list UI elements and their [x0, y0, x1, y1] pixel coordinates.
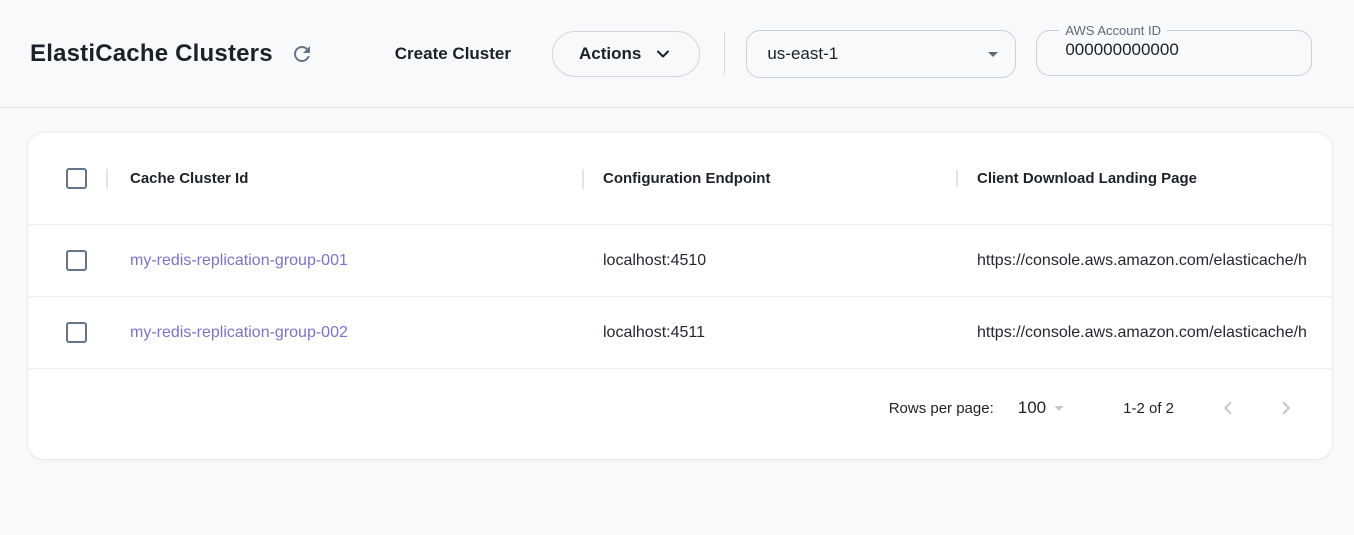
endpoint-value: localhost:4510 — [603, 251, 707, 269]
select-row-checkbox[interactable] — [66, 250, 87, 271]
landing-page-url: https://console.aws.amazon.com/elasticac… — [977, 323, 1307, 341]
next-page-button[interactable] — [1272, 394, 1300, 422]
select-row-checkbox[interactable] — [66, 322, 87, 343]
select-all-checkbox[interactable] — [66, 168, 87, 189]
refresh-icon — [293, 45, 310, 62]
column-header-cache-cluster-id[interactable]: Cache Cluster Id — [106, 168, 582, 189]
chevron-left-icon — [1223, 401, 1232, 415]
chevron-down-icon — [657, 50, 670, 57]
cluster-link[interactable]: my-redis-replication-group-002 — [130, 323, 348, 341]
column-header-label: Cache Cluster Id — [130, 170, 249, 187]
row-checkbox-cell — [28, 322, 106, 343]
refresh-button[interactable] — [287, 39, 317, 69]
chevron-right-icon — [1282, 401, 1291, 415]
table-row: my-redis-replication-group-001 localhost… — [28, 225, 1332, 297]
table-header-row: Cache Cluster Id Configuration Endpoint … — [28, 133, 1332, 225]
cache-cluster-id-cell: my-redis-replication-group-001 — [106, 252, 582, 270]
column-header-client-download-landing-page[interactable]: Client Download Landing Page — [956, 170, 1332, 187]
top-toolbar: ElastiCache Clusters Create Cluster Acti… — [0, 0, 1354, 108]
cluster-link[interactable]: my-redis-replication-group-001 — [130, 251, 348, 269]
row-checkbox-cell — [28, 250, 106, 271]
clusters-table-card: Cache Cluster Id Configuration Endpoint … — [28, 133, 1332, 459]
table-row: my-redis-replication-group-002 localhost… — [28, 297, 1332, 369]
previous-page-button[interactable] — [1214, 394, 1242, 422]
column-header-label: Client Download Landing Page — [977, 170, 1198, 187]
aws-account-id-label: AWS Account ID — [1065, 23, 1161, 38]
rows-per-page-select[interactable]: 100 — [1018, 397, 1070, 419]
dropdown-arrow-icon — [988, 51, 999, 57]
rows-per-page-label: Rows per page: — [888, 399, 994, 417]
landing-page-cell: https://console.aws.amazon.com/elasticac… — [956, 324, 1332, 342]
column-separator — [956, 170, 958, 187]
cache-cluster-id-cell: my-redis-replication-group-002 — [106, 324, 582, 342]
rows-per-page-value: 100 — [1017, 398, 1047, 417]
actions-button-label: Actions — [579, 43, 642, 63]
header-checkbox-cell — [28, 168, 106, 189]
configuration-endpoint-cell: localhost:4511 — [582, 324, 956, 342]
endpoint-value: localhost:4511 — [603, 323, 705, 341]
aws-account-id-field: AWS Account ID — [1036, 23, 1313, 76]
landing-page-url: https://console.aws.amazon.com/elasticac… — [977, 251, 1307, 269]
toolbar-divider — [724, 32, 726, 75]
page-range-label: 1-2 of 2 — [1123, 399, 1174, 417]
create-cluster-button[interactable]: Create Cluster — [394, 43, 511, 63]
landing-page-cell: https://console.aws.amazon.com/elasticac… — [956, 252, 1332, 270]
region-select[interactable]: us-east-1 — [746, 29, 1017, 78]
column-header-label: Configuration Endpoint — [603, 170, 771, 187]
region-select-value: us-east-1 — [767, 43, 839, 63]
aws-account-id-input[interactable] — [1037, 40, 1300, 60]
pagination-bar: Rows per page: 100 1-2 of 2 — [28, 369, 1332, 459]
page-title: ElastiCache Clusters — [30, 39, 273, 67]
dropdown-arrow-icon — [1054, 406, 1064, 411]
configuration-endpoint-cell: localhost:4510 — [582, 252, 956, 270]
column-separator — [582, 168, 584, 189]
column-header-configuration-endpoint[interactable]: Configuration Endpoint — [582, 168, 956, 189]
actions-dropdown-button[interactable]: Actions — [552, 30, 701, 77]
column-separator — [106, 168, 108, 189]
